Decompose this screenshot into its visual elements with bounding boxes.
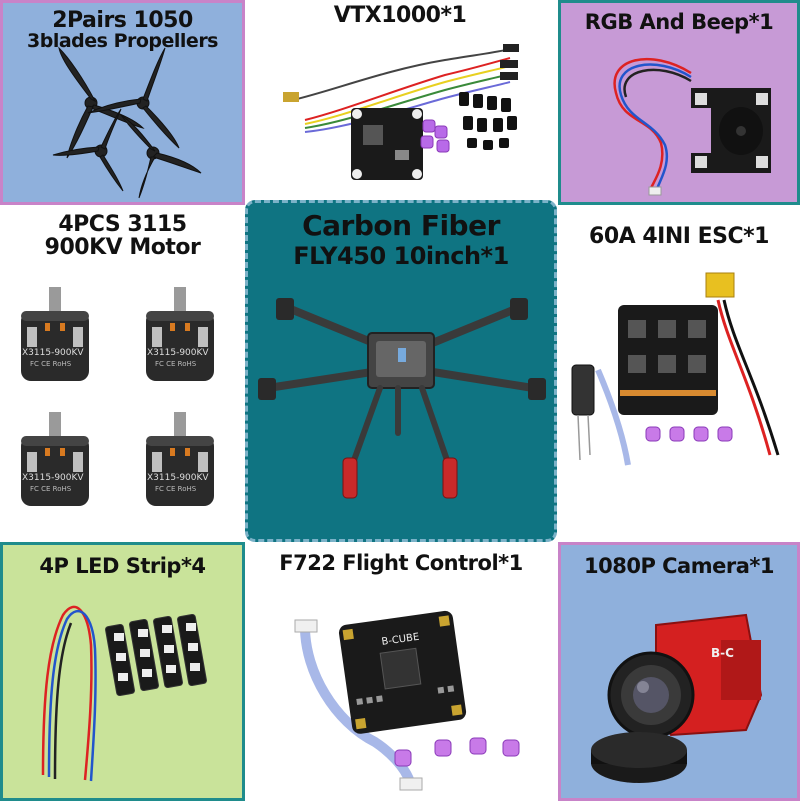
motor-sublabel-3: FC CE RoHS <box>30 485 72 493</box>
panel-vtx: VTX1000*1 <box>245 0 555 205</box>
panel-vtx-title: VTX1000*1 <box>245 4 555 27</box>
esc-title-line1: 60A 4INI ESC*1 <box>589 224 769 249</box>
camera-image: B-C <box>591 613 763 783</box>
frame-title-line2: FLY450 10inch*1 <box>293 242 509 271</box>
motor-sublabel-1: FC CE RoHS <box>30 360 72 368</box>
motor-sublabel-2: FC CE RoHS <box>155 360 197 368</box>
vtx-title-line1: VTX1000*1 <box>333 3 467 28</box>
camera-brand-label: B-C <box>711 646 734 660</box>
rgb-title-line1: RGB And Beep*1 <box>584 10 774 34</box>
fc-brand-label: B-CUBE <box>381 632 420 648</box>
panel-esc: 60A 4INI ESC*1 <box>558 205 800 540</box>
motors-image: X3115-900KV X3115-900KV X3115-900KV X311… <box>21 287 214 506</box>
panel-rgb-beep: RGB And Beep*1 <box>558 0 800 205</box>
esc-image <box>571 272 780 466</box>
panel-flight-controller: F722 Flight Control*1 B-CUBE <box>245 542 557 801</box>
flight-controller-image: B-CUBE <box>294 610 520 791</box>
vtx-antenna-connector <box>283 92 299 102</box>
led-title-line1: 4P LED Strip*4 <box>39 554 206 578</box>
camera-title-line1: 1080P Camera*1 <box>584 554 774 578</box>
frame-image <box>258 298 546 499</box>
panel-frame: Carbon Fiber FLY450 10inch*1 <box>245 200 557 542</box>
frame-title-line1: Carbon Fiber <box>302 209 500 242</box>
panel-camera: 1080P Camera*1 B-C <box>558 542 800 801</box>
panel-motors-title: 4PCS 3115 900KV Motor <box>0 213 245 259</box>
motors-title-line1: 4PCS 3115 <box>58 212 187 237</box>
motor-label-1: X3115-900KV <box>22 348 84 358</box>
motor-sublabel-4: FC CE RoHS <box>155 485 197 493</box>
panel-led-title: 4P LED Strip*4 <box>3 555 242 577</box>
rgb-beep-image <box>613 58 771 196</box>
panel-propellers-title: 2Pairs 1050 3blades Propellers <box>3 9 242 52</box>
motors-title-line2: 900KV Motor <box>44 235 201 261</box>
panel-fc-title: F722 Flight Control*1 <box>245 552 557 574</box>
panel-frame-title: Carbon Fiber FLY450 10inch*1 <box>248 211 554 270</box>
led-strip-image <box>41 605 207 782</box>
panel-motors: 4PCS 3115 900KV Motor X3115-900KV X3115-… <box>0 205 245 540</box>
panel-esc-title: 60A 4INI ESC*1 <box>558 225 800 248</box>
propellers-title-line2: 3blades Propellers <box>27 30 219 53</box>
panel-camera-title: 1080P Camera*1 <box>561 555 797 577</box>
propellers-title-line1: 2Pairs 1050 <box>52 8 193 33</box>
motor-label-2: X3115-900KV <box>147 348 209 358</box>
fc-title-line1: F722 Flight Control*1 <box>279 551 523 575</box>
motor-label-4: X3115-900KV <box>147 473 209 483</box>
panel-propellers: 2Pairs 1050 3blades Propellers <box>0 0 245 205</box>
panel-rgb-title: RGB And Beep*1 <box>561 11 797 33</box>
propellers-image <box>52 46 202 199</box>
xt60-connector <box>705 272 735 298</box>
motor-label-3: X3115-900KV <box>22 473 84 483</box>
vtx-image <box>283 44 519 180</box>
panel-led-strip: 4P LED Strip*4 <box>0 542 245 801</box>
